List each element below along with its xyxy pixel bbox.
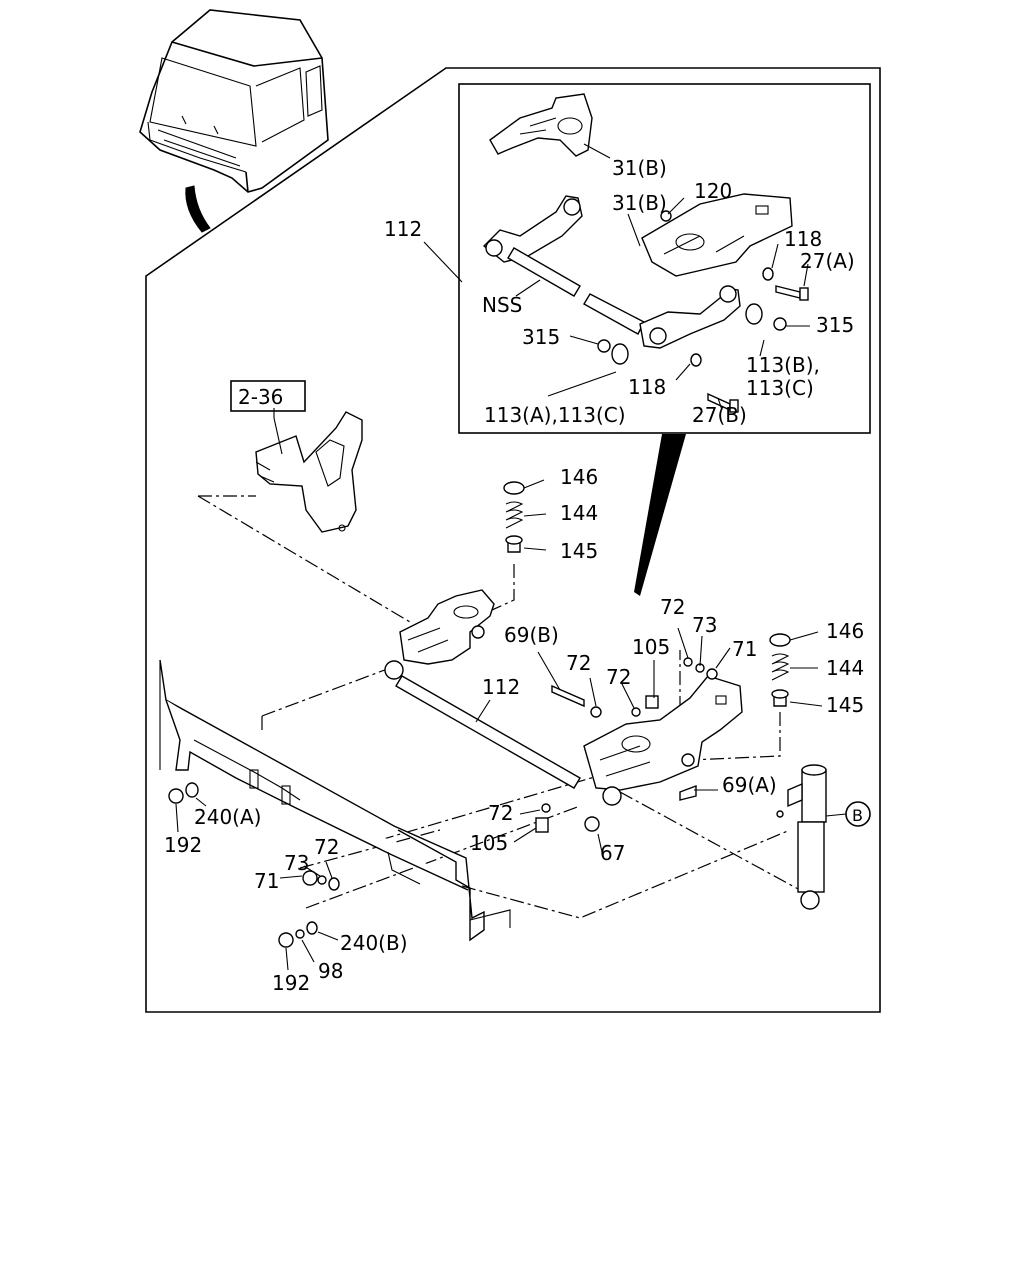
label-72-d: 72 xyxy=(488,801,513,825)
label-nss: NSS xyxy=(482,293,522,317)
label-67: 67 xyxy=(600,841,625,865)
label-72-b: 72 xyxy=(606,665,631,689)
label-113bc-1: 113(B), xyxy=(746,353,820,377)
label-146-right: 146 xyxy=(826,619,864,643)
main-leaders xyxy=(273,408,731,853)
label-192-b: 192 xyxy=(272,971,310,995)
shock-absorber xyxy=(776,764,827,910)
circle-marker-text: B xyxy=(852,806,863,825)
detail-arrow xyxy=(634,434,686,596)
label-315-left: 315 xyxy=(522,325,560,349)
label-72-e: 72 xyxy=(314,835,339,859)
inset-box xyxy=(458,83,871,434)
label-98: 98 xyxy=(318,959,343,983)
inset-parts xyxy=(482,93,810,413)
cross-member-fasteners xyxy=(168,782,340,971)
label-112-mid: 112 xyxy=(482,675,520,699)
label-31b-top: 31(B) xyxy=(612,156,667,180)
right-bracket-assembly xyxy=(583,675,743,806)
right-hardware xyxy=(535,631,823,833)
label-315-right: 315 xyxy=(816,313,854,337)
label-71-b: 71 xyxy=(254,869,279,893)
label-72-a: 72 xyxy=(566,651,591,675)
diagram-labels: 2-36 B 31(B) 31(B) 120 118 27(A) NSS 315… xyxy=(164,156,864,995)
left-stopper-parts xyxy=(503,479,547,553)
label-118-bottom: 118 xyxy=(628,375,666,399)
label-192-a: 192 xyxy=(164,833,202,857)
truck-cab-illustration xyxy=(139,9,329,233)
ref-box-text: 2-36 xyxy=(238,385,283,409)
label-146-left: 146 xyxy=(560,465,598,489)
diagram-frame xyxy=(145,67,881,1013)
label-240a: 240(A) xyxy=(194,805,261,829)
label-113ac: 113(A),113(C) xyxy=(484,403,626,427)
label-71-a: 71 xyxy=(732,637,757,661)
label-69a: 69(A) xyxy=(722,773,777,797)
label-113bc-2: 113(C) xyxy=(746,376,814,400)
label-105-a: 105 xyxy=(632,635,670,659)
label-72-c: 72 xyxy=(660,595,685,619)
label-120: 120 xyxy=(694,179,732,203)
label-145-left: 145 xyxy=(560,539,598,563)
label-118-top: 118 xyxy=(784,227,822,251)
label-27b: 27(B) xyxy=(692,403,747,427)
label-31b-mid: 31(B) xyxy=(612,191,667,215)
label-73-b: 73 xyxy=(284,851,309,875)
label-145-right: 145 xyxy=(826,693,864,717)
left-bracket-assembly xyxy=(384,589,581,789)
front-cross-member xyxy=(159,659,511,942)
label-240b: 240(B) xyxy=(340,931,408,955)
label-105-b: 105 xyxy=(470,831,508,855)
label-69b: 69(B) xyxy=(504,623,559,647)
label-144-left: 144 xyxy=(560,501,598,525)
label-73-a: 73 xyxy=(692,613,717,637)
label-144-right: 144 xyxy=(826,656,864,680)
cab-mount-bracket xyxy=(255,411,363,533)
label-27a: 27(A) xyxy=(800,249,855,273)
label-112-top: 112 xyxy=(384,217,422,241)
ref-box xyxy=(230,380,306,412)
